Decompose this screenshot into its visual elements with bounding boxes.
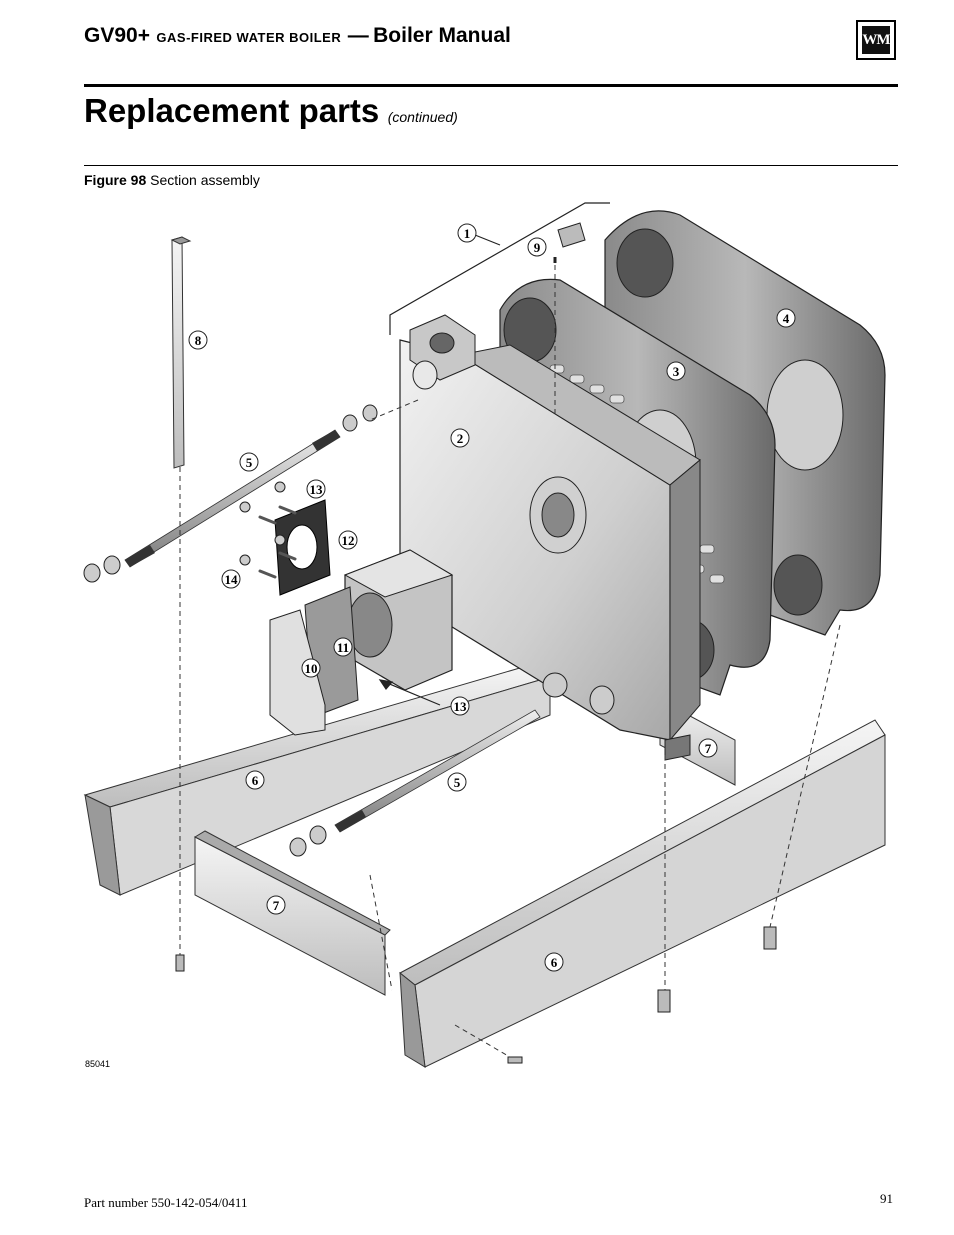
hardware-nuts — [83, 404, 378, 857]
callout-2-text: 2 — [457, 431, 464, 446]
figure-caption: Figure 98 Section assembly — [84, 172, 260, 188]
callout-9-text: 9 — [534, 240, 541, 255]
callout-7b: 7 — [698, 738, 718, 758]
product-description: gas-fired water boiler — [156, 30, 342, 45]
callout-6b: 6 — [544, 952, 564, 972]
section-title-main: Replacement parts — [84, 92, 380, 129]
callout-13a-text: 13 — [310, 482, 324, 497]
drawing-id: 85041 — [85, 1059, 110, 1069]
studs — [258, 505, 297, 579]
section-title-continued: (continued) — [387, 109, 458, 125]
base-rail-right — [399, 719, 886, 1068]
header-separator: — — [347, 24, 369, 47]
callout-7a: 7 — [266, 895, 286, 915]
callout-3-text: 3 — [673, 364, 680, 379]
callouts: 1 2 3 4 5 5 6 6 7 7 8 9 10 11 12 13 13 1… — [188, 223, 796, 972]
callout-5b: 5 — [447, 772, 467, 792]
page-header: GV90+ gas-fired water boiler — Boiler Ma… — [84, 24, 804, 58]
leader-lines — [378, 202, 610, 706]
callout-2: 2 — [450, 428, 470, 448]
model-name: GV90+ — [84, 24, 150, 47]
tie-rod-lower — [334, 709, 541, 833]
callout-8-text: 8 — [195, 333, 202, 348]
tie-rod-upper — [124, 429, 341, 568]
section-rule — [84, 165, 898, 166]
callout-1: 1 — [457, 223, 477, 243]
callout-1-text: 1 — [464, 226, 471, 241]
gasket — [274, 499, 331, 596]
callout-5a-text: 5 — [246, 455, 253, 470]
callout-9: 9 — [527, 237, 547, 257]
mounting-bracket — [269, 609, 326, 736]
callout-10: 10 — [301, 658, 321, 678]
figure-number: Figure 98 — [84, 172, 147, 188]
footer-part-number: Part number 550-142-054/0411 — [84, 1195, 248, 1210]
callout-4: 4 — [776, 308, 796, 328]
logo-mark: WM — [862, 26, 891, 54]
vertical-bar — [170, 236, 192, 469]
callout-11-text: 11 — [337, 640, 349, 655]
header-rule — [84, 84, 898, 87]
burner-adapter-block — [343, 549, 454, 691]
callout-13b-text: 13 — [454, 699, 468, 714]
cross-bracket-front — [193, 830, 391, 996]
callout-3: 3 — [666, 361, 686, 381]
page-number: 91 — [880, 1191, 893, 1206]
callout-11: 11 — [333, 637, 353, 657]
callout-14-text: 14 — [225, 572, 239, 587]
callout-7a-text: 7 — [273, 898, 280, 913]
alignment-lines — [179, 265, 841, 1058]
figure-caption-text: Section assembly — [150, 172, 260, 188]
manual-title: Boiler Manual — [373, 24, 511, 47]
callout-4-text: 4 — [783, 311, 790, 326]
callout-14: 14 — [221, 569, 241, 589]
brand-logo: WM — [856, 20, 896, 60]
top-bracket — [553, 222, 586, 263]
section-assembly-diagram: 1 2 3 4 5 5 6 6 7 7 8 9 10 11 12 13 13 1… — [83, 202, 886, 1069]
callout-5a: 5 — [239, 452, 259, 472]
callout-13a: 13 — [306, 479, 326, 499]
callout-8: 8 — [188, 330, 208, 350]
callout-5b-text: 5 — [454, 775, 461, 790]
callout-13b: 13 — [450, 696, 470, 716]
callout-12-text: 12 — [342, 533, 355, 548]
callout-6b-text: 6 — [551, 955, 558, 970]
bolts — [175, 926, 777, 1064]
callout-12: 12 — [338, 530, 358, 550]
callout-6a: 6 — [245, 770, 265, 790]
callout-6a-text: 6 — [252, 773, 259, 788]
callout-7b-text: 7 — [705, 741, 712, 756]
section-title: Replacement parts (continued) — [84, 92, 458, 136]
callout-10-text: 10 — [305, 661, 318, 676]
